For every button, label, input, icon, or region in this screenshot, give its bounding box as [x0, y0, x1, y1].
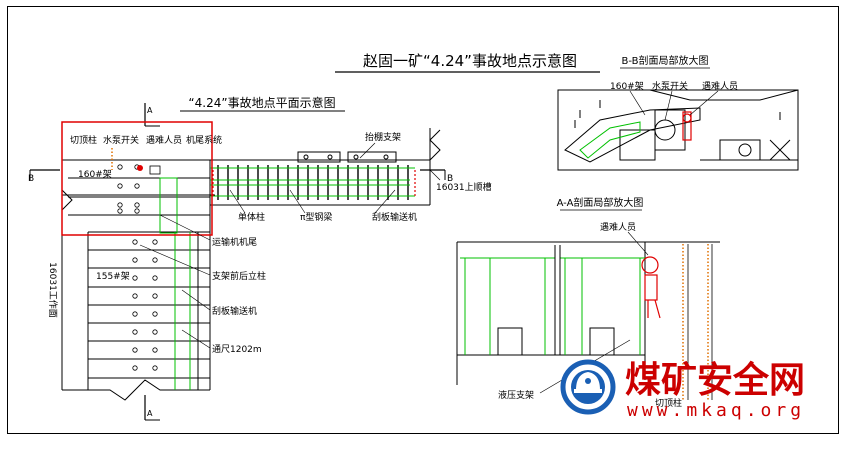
watermark: 煤矿安全网 www.mkaq.org	[560, 359, 805, 421]
plan-victim-marker	[137, 165, 143, 171]
plan-red-ticks	[212, 170, 416, 198]
section-bb-title: B-B剖面局部放大图	[622, 54, 709, 67]
label-conveyor-tail: 运输机机尾	[212, 236, 257, 248]
label-section-b-right: B	[447, 174, 453, 184]
plan-leaders	[139, 142, 441, 349]
plan-labels: 切顶柱 水泵开关 遇难人员 机尾系统 160#架 155#架 B B A A 单…	[28, 106, 492, 418]
accident-highlight-box	[61, 121, 213, 236]
section-aa: A-A剖面局部放大图 遇难人员	[456, 196, 720, 409]
section-bb-victim: 遇难人员	[702, 81, 738, 92]
section-aa-hydraulic-support: 液压支架	[498, 389, 534, 401]
label-pump-switch: 水泵开关	[103, 134, 139, 146]
label-haulage-gate: 16031上顺槽	[436, 181, 492, 193]
label-single-prop: 单体柱	[238, 211, 265, 223]
label-front-rear-props: 支架前后立柱	[212, 270, 266, 282]
label-pass-length: 通尺1202m	[212, 344, 262, 355]
plan-title: “4.24”事故地点平面示意图	[188, 95, 335, 110]
drawing-frame	[7, 6, 839, 434]
section-bb: B-B剖面局部放大图 160#架 水泵开关 遇难人员	[557, 54, 799, 171]
section-aa-title: A-A剖面局部放大图	[557, 196, 644, 209]
label-working-face: 16031工作面	[47, 262, 59, 318]
label-scraper-bottom: 刮板输送机	[212, 305, 257, 317]
prop-circles	[117, 164, 158, 371]
diagram-title: 赵固一矿“4.24”事故地点示意图	[363, 52, 577, 70]
label-section-a-top: A	[147, 106, 153, 115]
plan-view	[29, 103, 446, 421]
plan-green-conveyor	[159, 167, 415, 390]
support-rows	[68, 159, 211, 390]
label-section-b-left: B	[28, 174, 34, 184]
section-aa-roof-cut-pillar: 切顶柱	[655, 397, 682, 409]
label-rope-support: 抬棚支架	[365, 131, 401, 143]
watermark-url: www.mkaq.org	[627, 400, 805, 421]
label-roof-cut-pillar: 切顶柱	[70, 134, 97, 146]
section-bb-pump-switch: 水泵开关	[652, 80, 688, 92]
label-tail-hydraulic: 机尾系统	[186, 134, 222, 146]
label-support-155: 155#架	[96, 271, 130, 282]
label-section-a-bottom: A	[147, 409, 153, 418]
section-aa-victim-figure	[641, 256, 661, 319]
label-victim: 遇难人员	[146, 135, 182, 146]
roadway-props	[217, 165, 409, 200]
watermark-name: 煤矿安全网	[625, 359, 805, 401]
section-aa-victim: 遇难人员	[600, 222, 636, 233]
label-pi-beam: π型钢梁	[300, 211, 332, 223]
label-scraper-top: 刮板输送机	[372, 211, 417, 223]
section-bb-support: 160#架	[610, 81, 644, 92]
label-support-160: 160#架	[78, 169, 112, 180]
